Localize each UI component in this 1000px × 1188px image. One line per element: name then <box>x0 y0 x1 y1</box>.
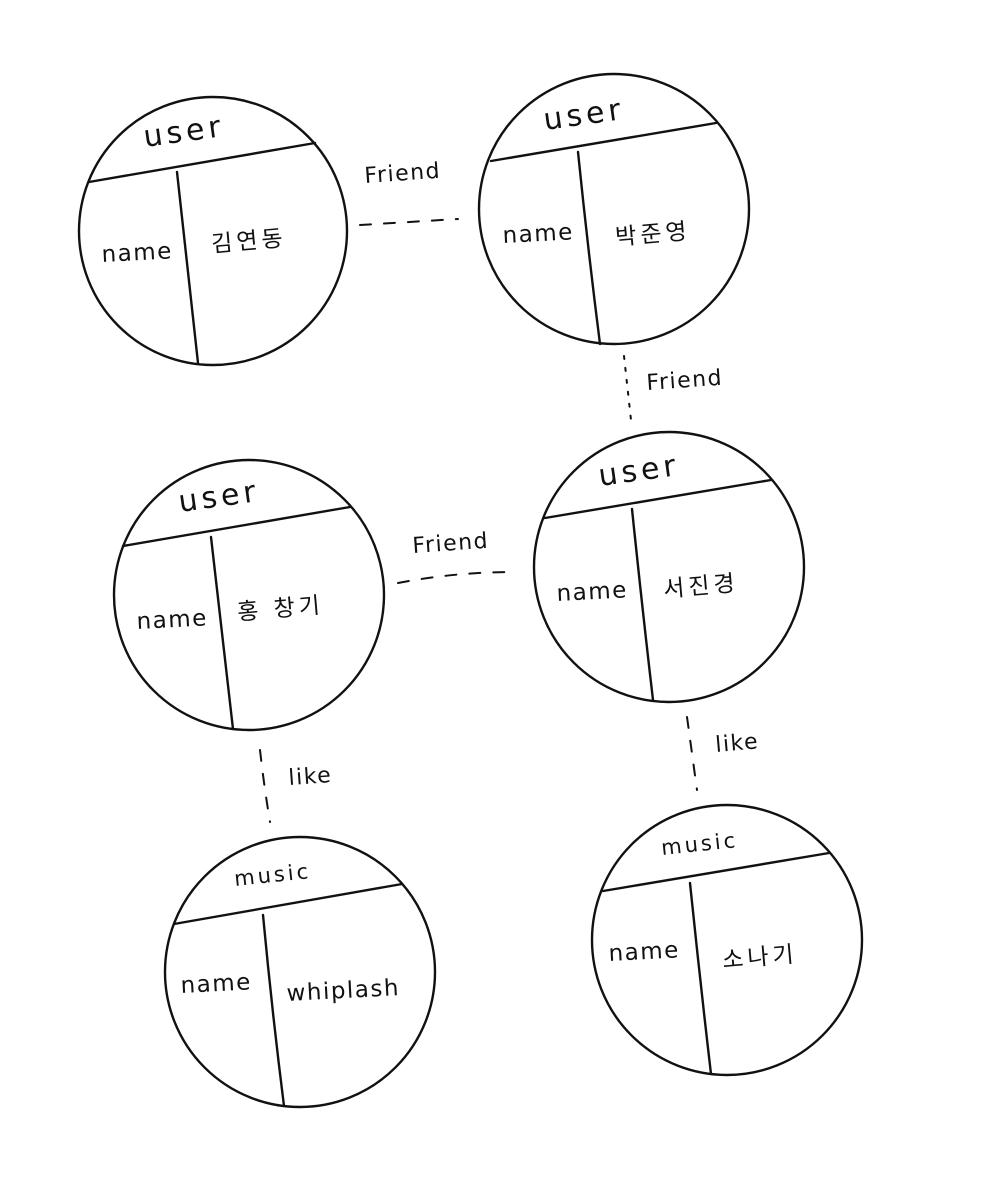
node-circle <box>112 458 386 732</box>
node-type-label: user <box>176 474 262 520</box>
node-value-label: 소나기 <box>721 941 798 973</box>
node-circle <box>590 803 864 1077</box>
node-user-kim: user name 김연동 <box>77 95 349 367</box>
node-user-seo: user name 서진경 <box>532 430 806 704</box>
node-key-label: name <box>136 605 208 635</box>
node-user-hong: user name 홍 창기 <box>112 458 386 732</box>
node-circle <box>532 430 806 704</box>
node-value-label: 서진경 <box>662 570 739 602</box>
node-value-label: 김연동 <box>210 225 287 257</box>
edge-line <box>397 571 516 584</box>
edge-line <box>623 355 632 421</box>
node-value-label: 홍 창기 <box>236 593 325 626</box>
edge-label: Friend <box>646 366 724 396</box>
edge-park-seo: Friend <box>623 355 724 421</box>
node-user-park: user name 박준영 <box>477 72 751 346</box>
node-music-whiplash: music name whiplash <box>163 835 437 1109</box>
edge-kim-park: Friend <box>359 159 459 226</box>
node-music-sonagi: music name 소나기 <box>590 803 864 1077</box>
edge-label: Friend <box>364 159 442 189</box>
node-column-divider <box>261 913 286 1108</box>
node-type-label: user <box>141 109 227 155</box>
edge-label: like <box>714 729 760 758</box>
node-header-divider <box>121 505 352 548</box>
node-type-label: music <box>233 859 312 891</box>
node-column-divider <box>209 535 235 731</box>
node-value-label: 박준영 <box>614 218 691 250</box>
node-circle <box>77 95 349 367</box>
edge-hong-seo: Friend <box>397 529 516 584</box>
edge-label: Friend <box>412 529 490 559</box>
node-key-label: name <box>101 238 173 268</box>
node-key-label: name <box>502 219 574 249</box>
edge-hong-whiplash: like <box>259 749 333 823</box>
node-header-divider <box>172 882 404 926</box>
node-header-divider <box>543 478 773 520</box>
edge-line <box>359 218 459 226</box>
node-type-label: user <box>541 92 627 138</box>
node-key-label: name <box>556 577 628 607</box>
node-column-divider <box>576 150 602 346</box>
node-type-label: user <box>596 448 682 494</box>
edge-seo-sonagi: like <box>686 716 760 791</box>
node-header-divider <box>601 851 831 893</box>
node-circle <box>163 835 437 1109</box>
node-value-label: whiplash <box>286 975 401 1007</box>
edge-line <box>686 716 698 791</box>
node-column-divider <box>688 881 713 1076</box>
node-column-divider <box>175 170 200 365</box>
edge-label: like <box>288 763 333 791</box>
node-column-divider <box>630 507 655 702</box>
node-type-label: music <box>660 828 739 860</box>
node-circle <box>477 72 751 346</box>
node-header-divider <box>87 141 317 184</box>
edge-line <box>259 749 271 823</box>
node-key-label: name <box>608 937 680 967</box>
node-header-divider <box>489 121 718 163</box>
node-key-label: name <box>180 969 252 999</box>
